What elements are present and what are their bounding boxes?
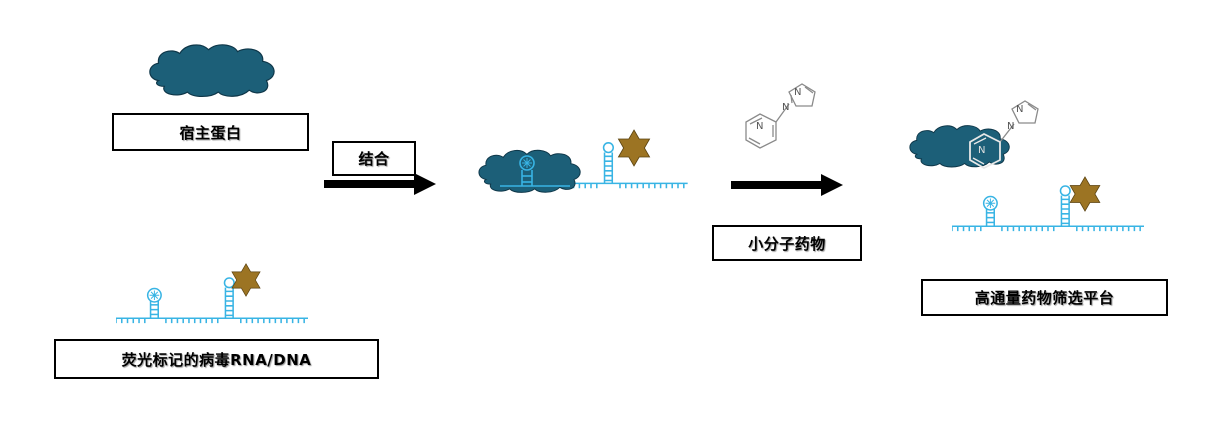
atom-n-label: N [782, 102, 789, 113]
atom-n-label: N [794, 87, 801, 98]
molecule-structure-icon [969, 100, 1039, 170]
atom-n-label: N [978, 145, 985, 156]
atom-n-label: N [756, 121, 763, 132]
molecule-structure-icon [745, 83, 816, 149]
rna-strand-icon [952, 185, 1144, 232]
protein-cloud-icon [909, 124, 1011, 168]
arrow-right-icon [324, 173, 436, 195]
atom-n-label: N [1007, 121, 1014, 132]
fluorophore-star-icon [617, 129, 651, 167]
atom-n-label: N [1016, 104, 1023, 115]
binding-label: 结合 [332, 141, 416, 176]
rna-strand-icon [116, 277, 308, 324]
protein-cloud-icon [149, 44, 275, 98]
host-protein-label: 宿主蛋白 [112, 113, 309, 151]
fluorophore-star-icon [1069, 176, 1101, 212]
rna-hairpin-on-protein [500, 155, 570, 187]
small-molecule-label: 小分子药物 [712, 225, 862, 261]
screening-platform-label: 高通量药物筛选平台 [921, 279, 1168, 316]
viral-rna-label: 荧光标记的病毒RNA/DNA [54, 339, 379, 379]
arrow-right-icon [731, 174, 843, 196]
fluorophore-star-icon [231, 263, 261, 297]
